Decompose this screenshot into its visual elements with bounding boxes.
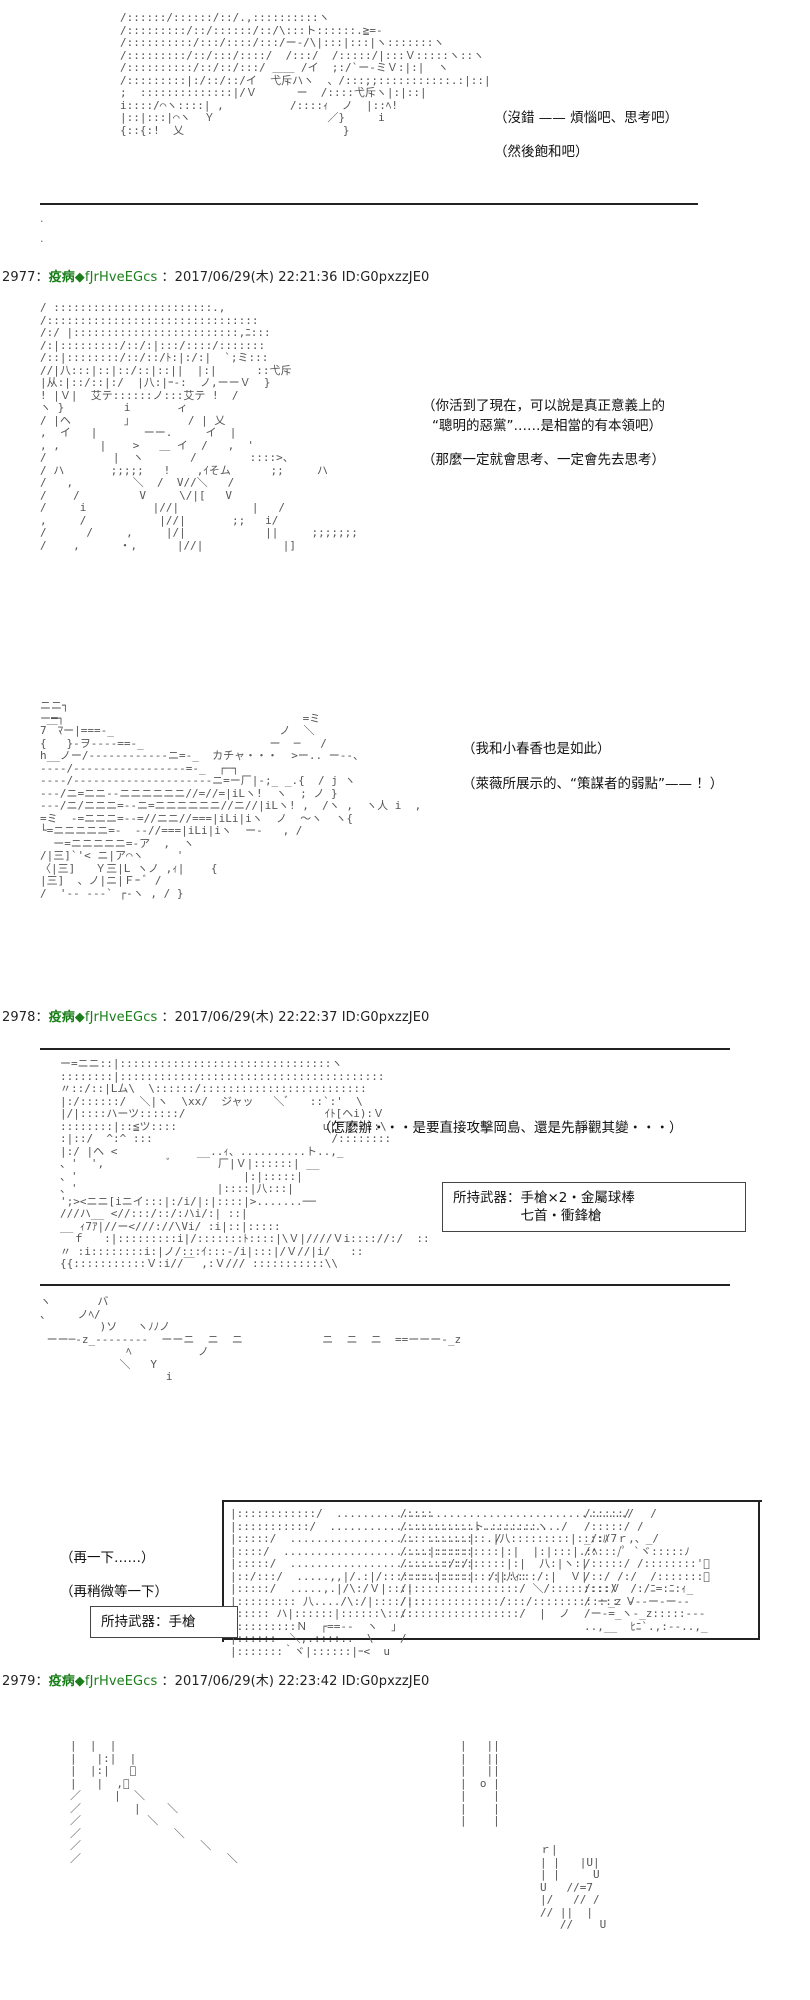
speech-4-line-1: （怎麼辦・・・是要直接攻擊岡島、還是先靜觀其變・・・） (318, 1120, 683, 1136)
ascii-art-panel-5-far-right: /:::::/ / /:::::/ / _/:/7ｒ,、_/ /::::/ﾟ `… (584, 1507, 710, 1633)
post-date: 2017/06/29(木) 22:22:37 ID:G0pxzzJE0 (174, 1010, 430, 1025)
panel-5-frame (222, 1500, 762, 1642)
speech-2-line-3: （那麼一定就會思考、一定會先去思考） (422, 452, 665, 468)
weapon-box-5: 所持武器：手槍 (90, 1606, 238, 1638)
ascii-art-panel-3: ニニ┐ ー━┐ =ミ 7￣ﾏー|===-_ ノ ＼ { }-ヲ----==-_ … (40, 699, 422, 900)
post-number: 2979 (2, 1674, 36, 1689)
panel-5-bottom-border (222, 1638, 760, 1640)
spacer-dot: . (40, 232, 44, 245)
poster-name: 疫病 (48, 1010, 75, 1025)
panel-4-bottom-border (40, 1284, 730, 1286)
speech-5-line-1: （再一下……） (60, 1550, 155, 1566)
post-header-2977: 2977：疫病◆fJrHveEGcs ：2017/06/29(木) 22:21:… (2, 270, 430, 285)
speech-2-line-1: （你活到了現在，可以說是真正意義上的 (422, 398, 665, 414)
post-header-2979: 2979：疫病◆fJrHveEGcs ：2017/06/29(木) 22:23:… (2, 1674, 430, 1689)
post-number: 2978 (2, 1010, 36, 1025)
weapon-box-4: 所持武器：手槍×2・金屬球棒 七首・衝鋒槍 (442, 1182, 746, 1232)
speech-5-line-2: （再稍微等一下） (60, 1584, 168, 1600)
ascii-art-panel-6: | | | | |:| | | |:| ﾞ | | ,ﾞ ／ | ＼ ／ | ＼… (70, 1739, 238, 1865)
ascii-art-panel-1: /::::::/::::::/::/.,::::::::::ヽ /:::::::… (120, 11, 491, 137)
ascii-art-panel-6-figure: ｒ| | | |U| | | U U //=7 |/ // / // || | … (540, 1843, 607, 1931)
ascii-art-panel-6-door: | || | || | || | o | | | | | | | (460, 1739, 500, 1827)
panel-4-top-border (40, 1048, 730, 1050)
poster-name: 疫病 (48, 1674, 75, 1689)
ascii-art-panel-4: ー=ニニ::|::::::::::::::::::::::::::::::::ヽ… (60, 1057, 430, 1270)
ascii-art-burst: ヽ バ 、 ノﾍ/ )ソ ヽﾉﾉノ ーー─-z_-------- ーーニ ニ ニ… (40, 1295, 462, 1383)
post-number: 2977 (2, 270, 36, 285)
ascii-art-panel-2: / ::::::::::::::::::::::::., /::::::::::… (40, 301, 358, 552)
post-date: 2017/06/29(木) 22:23:42 ID:G0pxzzJE0 (174, 1674, 430, 1689)
ascii-art-panel-5-right: /:::: /::::::::::ト.:::::::ヽ /:::::::::::… (400, 1507, 637, 1620)
poster-trip: ◆fJrHveEGcs (74, 1010, 158, 1025)
panel-5-right-border (758, 1500, 760, 1640)
poster-trip: ◆fJrHveEGcs (74, 270, 158, 285)
poster-trip: ◆fJrHveEGcs (74, 1674, 158, 1689)
poster-name: 疫病 (48, 270, 75, 285)
speech-3-line-2: （萊薇所展示的、“策謀者的弱點”—— ！） (462, 776, 724, 792)
ascii-art-panel-5: |::::::::::::/ .........................… (230, 1507, 634, 1658)
post-date: 2017/06/29(木) 22:21:36 ID:G0pxzzJE0 (174, 270, 430, 285)
speech-2-line-2: “聰明的惡黨”……是相當的有本領吧） (432, 418, 662, 434)
post-header-2978: 2978：疫病◆fJrHveEGcs ：2017/06/29(木) 22:22:… (2, 1010, 430, 1025)
panel-1-divider (40, 203, 698, 205)
speech-1-line-1: （沒錯 —— 煩惱吧、思考吧） (494, 110, 679, 126)
speech-3-line-1: （我和小春香也是如此） (462, 741, 611, 757)
spacer-dot: . (40, 212, 44, 225)
speech-1-line-2: （然後飽和吧） (494, 144, 589, 160)
